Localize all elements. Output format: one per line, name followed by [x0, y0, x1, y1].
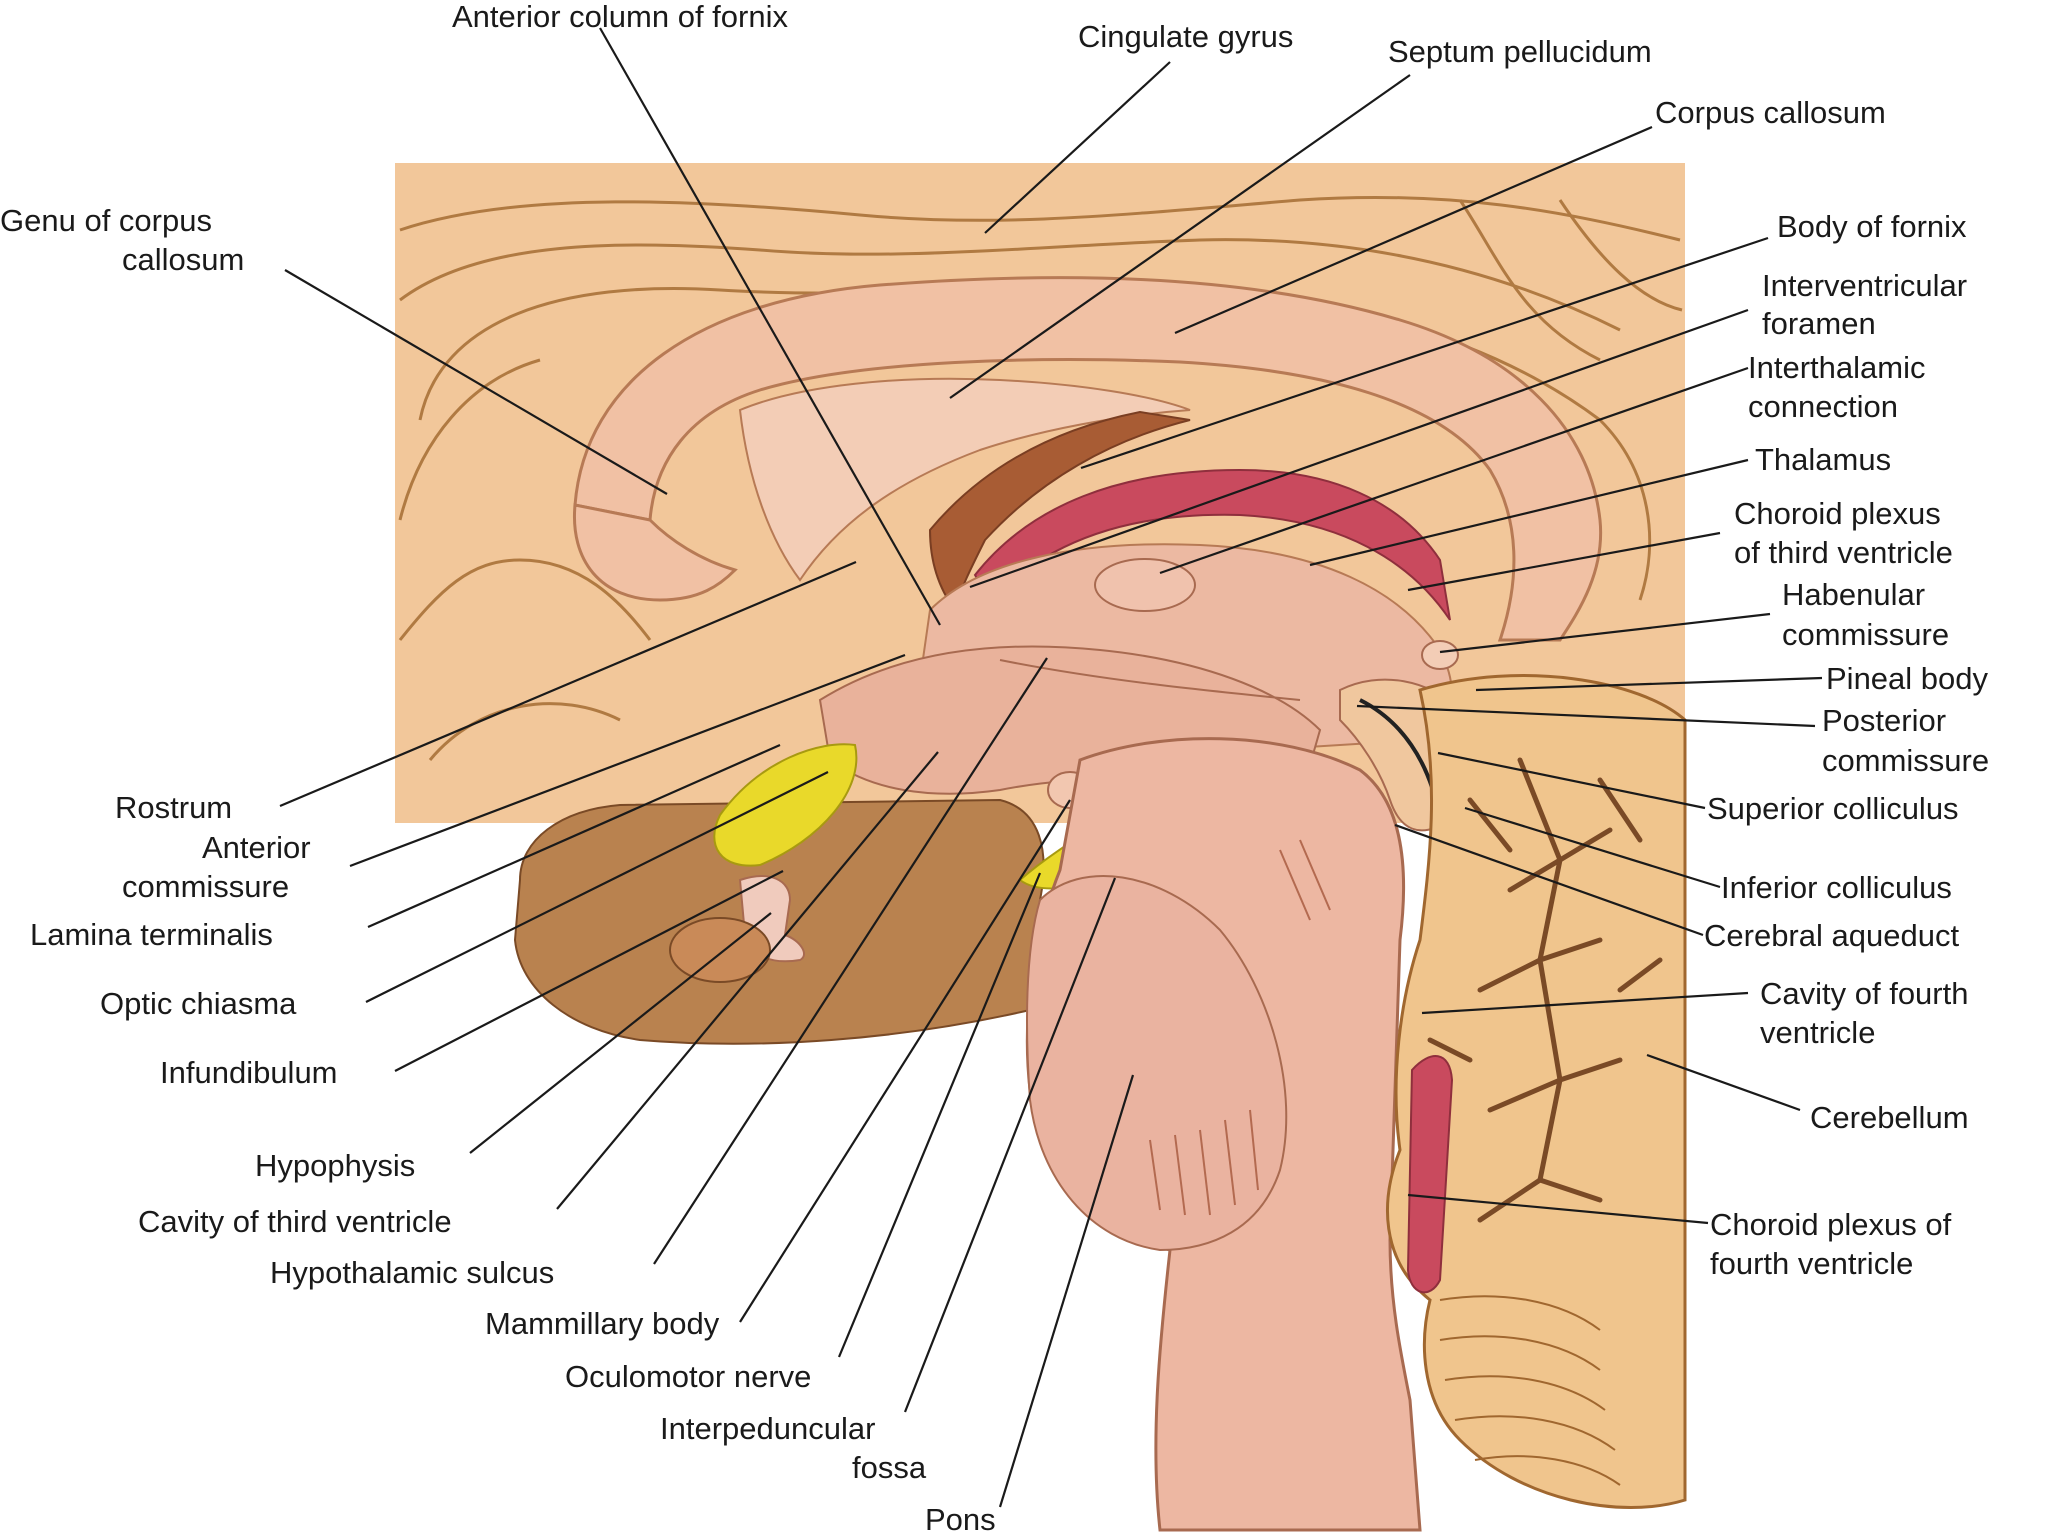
septum-pellucidum: [738, 377, 1191, 582]
label-mammillary-body: Mammillary body: [485, 1306, 720, 1341]
genu-of-corpus-callosum: [572, 503, 738, 602]
label-oculomotor-nerve: Oculomotor nerve: [565, 1359, 811, 1394]
label-corpus-callosum: Corpus callosum: [1655, 95, 1886, 130]
label-posterior-commissure-line2: commissure: [1822, 743, 1989, 778]
habenular-commissure-shape: [1421, 640, 1459, 670]
label-cavity-of-third-ventricle: Cavity of third ventricle: [138, 1204, 452, 1239]
label-pons: Pons: [925, 1502, 996, 1536]
label-optic-chiasma: Optic chiasma: [100, 986, 297, 1021]
choroid-plexus-third-ventricle: [973, 468, 1451, 621]
labels: Anterior column of fornix Cingulate gyru…: [0, 0, 1989, 1536]
arbor-vitae: [1427, 757, 1663, 1223]
label-cavity-of-fourth-ventricle-line1: Cavity of fourth: [1760, 976, 1968, 1011]
interthalamic-connection: [1094, 558, 1196, 612]
leader-lines: [279, 27, 1823, 1508]
cerebellar-folia: [1439, 1295, 1621, 1486]
label-rostrum: Rostrum: [115, 790, 232, 825]
label-anterior-commissure-line2: commissure: [122, 869, 289, 904]
label-hypophysis: Hypophysis: [255, 1148, 415, 1183]
choroid-plexus-fourth-ventricle: [1406, 1055, 1454, 1294]
label-posterior-commissure-line1: Posterior: [1822, 703, 1946, 738]
label-cavity-of-fourth-ventricle-line2: ventricle: [1760, 1015, 1875, 1050]
label-interthalamic-connection-line1: Interthalamic: [1748, 350, 1925, 385]
hypothalamic-sulcus-line: [999, 659, 1301, 701]
label-septum-pellucidum: Septum pellucidum: [1388, 34, 1652, 69]
label-hypothalamic-sulcus: Hypothalamic sulcus: [270, 1255, 554, 1290]
label-thalamus: Thalamus: [1755, 442, 1891, 477]
label-choroid-plexus-third-ventricle-line1: Choroid plexus: [1734, 496, 1941, 531]
label-interventricular-foramen-line2: foramen: [1762, 306, 1876, 341]
label-infundibulum: Infundibulum: [160, 1055, 338, 1090]
label-interthalamic-connection-line2: connection: [1748, 389, 1898, 424]
label-habenular-commissure-line2: commissure: [1782, 617, 1949, 652]
label-genu-of-corpus-callosum-line2: callosum: [122, 242, 244, 277]
label-genu-of-corpus-callosum-line1: Genu of corpus: [0, 203, 212, 238]
pons-bulge: [1026, 875, 1288, 1252]
label-habenular-commissure-line1: Habenular: [1782, 577, 1925, 612]
label-choroid-plexus-fourth-ventricle-line1: Choroid plexus of: [1710, 1207, 1952, 1242]
label-choroid-plexus-fourth-ventricle-line2: fourth ventricle: [1710, 1246, 1913, 1281]
label-body-of-fornix: Body of fornix: [1777, 209, 1967, 244]
label-pineal-body: Pineal body: [1826, 661, 1989, 696]
label-interpeduncular-fossa-line1: Interpeduncular: [660, 1411, 875, 1446]
label-cerebral-aqueduct: Cerebral aqueduct: [1704, 918, 1959, 953]
label-choroid-plexus-third-ventricle-line2: of third ventricle: [1734, 535, 1953, 570]
label-interventricular-foramen-line1: Interventricular: [1762, 268, 1967, 303]
pons-striations: [1149, 839, 1331, 1216]
label-anterior-column-of-fornix: Anterior column of fornix: [452, 0, 788, 34]
corpus-callosum: [573, 276, 1603, 642]
label-cingulate-gyrus: Cingulate gyrus: [1078, 19, 1293, 54]
illustration: [395, 163, 1687, 1532]
label-lamina-terminalis: Lamina terminalis: [30, 917, 273, 952]
label-superior-colliculus: Superior colliculus: [1707, 791, 1959, 826]
label-cerebellum: Cerebellum: [1810, 1100, 1969, 1135]
label-interpeduncular-fossa-line2: fossa: [852, 1450, 927, 1485]
label-inferior-colliculus: Inferior colliculus: [1721, 870, 1952, 905]
label-anterior-commissure-line1: Anterior: [202, 830, 311, 865]
